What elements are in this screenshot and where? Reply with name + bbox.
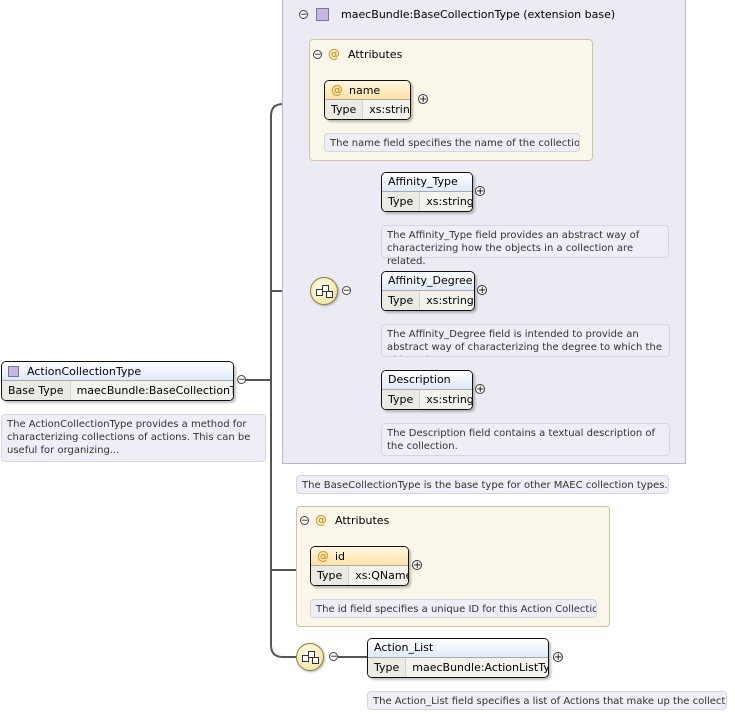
root-base-type-row: Base Type maecBundle:BaseCollectionType xyxy=(2,381,233,400)
extension-doc-text: The BaseCollectionType is the base type … xyxy=(302,480,668,491)
name-attribute-header: @ name xyxy=(325,81,410,100)
affinity-type-element-box[interactable]: Affinity_Type Type xs:string xyxy=(381,172,473,212)
root-element-box[interactable]: ActionCollectionType Base Type maecBundl… xyxy=(1,361,234,401)
description-expand-icon[interactable]: + xyxy=(475,384,485,395)
name-attribute-doc-text: The name field specifies the name of the… xyxy=(330,138,580,149)
type-value: xs:QName xyxy=(355,569,409,582)
affinity-degree-element-box[interactable]: Affinity_Degree Type xs:string xyxy=(381,271,475,311)
id-attribute-expand-icon[interactable]: + xyxy=(412,560,422,571)
affinity-degree-type-row: Type xs:string xyxy=(382,291,474,310)
extension-header: − maecBundle:BaseCollectionType (extensi… xyxy=(299,6,615,22)
attributes-collapse-icon[interactable]: − xyxy=(300,515,309,526)
action-list-sequence-compositor[interactable] xyxy=(296,643,324,671)
affinity-degree-doc-text: The Affinity_Degree field is intended to… xyxy=(387,329,662,356)
attribute-icon: @ xyxy=(331,82,343,97)
affinity-type-expand-icon[interactable]: + xyxy=(475,186,485,197)
action-list-sequence-collapse-icon[interactable]: − xyxy=(329,652,338,662)
root-documentation: The ActionCollectionType provides a meth… xyxy=(1,414,266,462)
action-list-type-row: Type maecBundle:ActionListType xyxy=(368,658,548,677)
type-label: Type xyxy=(368,658,407,677)
type-value: maecBundle:ActionListType xyxy=(412,661,549,674)
base-sequence-collapse-icon[interactable]: − xyxy=(342,286,351,296)
id-attribute-type-row: Type xs:QName xyxy=(311,566,408,585)
id-attribute-documentation: The id field specifies a unique ID for t… xyxy=(310,599,597,618)
description-doc-text: The Description field contains a textual… xyxy=(387,428,656,452)
type-value: xs:string xyxy=(426,195,473,208)
description-documentation: The Description field contains a textual… xyxy=(381,423,670,456)
name-attribute-expand-icon[interactable]: + xyxy=(418,94,428,105)
description-type-row: Type xs:string xyxy=(382,390,472,409)
affinity-type-doc-text: The Affinity_Type field provides an abst… xyxy=(387,230,640,267)
attribute-icon: @ xyxy=(317,548,329,563)
name-attribute-documentation: The name field specifies the name of the… xyxy=(324,133,580,152)
action-list-name: Action_List xyxy=(368,639,548,658)
action-list-doc-text: The Action_List field specifies a list o… xyxy=(373,696,727,707)
base-attributes-title: Attributes xyxy=(348,47,403,61)
affinity-type-documentation: The Affinity_Type field provides an abst… xyxy=(381,225,669,267)
extension-documentation: The BaseCollectionType is the base type … xyxy=(296,475,669,494)
attribute-icon: @ xyxy=(315,513,327,527)
base-sequence-compositor[interactable] xyxy=(310,277,338,305)
type-value: xs:string xyxy=(426,294,474,307)
attribute-icon: @ xyxy=(328,47,340,61)
root-base-type-label: Base Type xyxy=(2,381,71,400)
base-attributes-header: − @ Attributes xyxy=(313,46,402,62)
sequence-icon xyxy=(316,285,333,298)
attributes-header: − @ Attributes xyxy=(300,512,389,528)
id-attribute-box[interactable]: @ id Type xs:QName xyxy=(310,546,409,586)
description-element-box[interactable]: Description Type xs:string xyxy=(381,370,473,410)
id-attribute-doc-text: The id field specifies a unique ID for t… xyxy=(316,604,597,615)
name-attribute-type-row: Type xs:string xyxy=(325,100,410,119)
extension-type-icon xyxy=(316,7,329,21)
affinity-degree-documentation: The Affinity_Degree field is intended to… xyxy=(381,324,670,357)
affinity-degree-expand-icon[interactable]: + xyxy=(477,285,487,296)
complex-type-icon xyxy=(8,365,19,377)
id-attribute-header: @ id xyxy=(311,547,408,566)
type-label: Type xyxy=(325,100,364,119)
action-list-element-box[interactable]: Action_List Type maecBundle:ActionListTy… xyxy=(367,638,549,678)
affinity-type-type-row: Type xs:string xyxy=(382,192,472,211)
extension-collapse-icon[interactable]: − xyxy=(299,9,308,20)
action-list-documentation: The Action_List field specifies a list o… xyxy=(367,691,727,710)
attributes-title: Attributes xyxy=(335,513,390,527)
root-element-name: ActionCollectionType xyxy=(27,364,142,378)
root-documentation-text: The ActionCollectionType provides a meth… xyxy=(7,419,251,456)
extension-title: maecBundle:BaseCollectionType (extension… xyxy=(341,7,616,21)
name-attribute-box[interactable]: @ name Type xs:string xyxy=(324,80,411,120)
root-base-type-value: maecBundle:BaseCollectionType xyxy=(76,384,233,397)
type-value: xs:string xyxy=(369,103,410,116)
affinity-type-name: Affinity_Type xyxy=(382,173,472,192)
root-element-header: ActionCollectionType xyxy=(2,362,233,381)
type-label: Type xyxy=(382,390,421,409)
id-attribute-name: id xyxy=(335,549,346,563)
description-name: Description xyxy=(382,371,472,390)
action-list-expand-icon[interactable]: + xyxy=(553,652,563,663)
type-label: Type xyxy=(382,192,421,211)
name-attribute-name: name xyxy=(349,83,381,97)
sequence-icon xyxy=(302,651,319,664)
type-label: Type xyxy=(382,291,421,310)
type-label: Type xyxy=(311,566,350,585)
root-collapse-icon[interactable]: − xyxy=(237,375,246,385)
base-attributes-collapse-icon[interactable]: − xyxy=(313,49,322,60)
type-value: xs:string xyxy=(426,393,473,406)
affinity-degree-name: Affinity_Degree xyxy=(382,272,474,291)
